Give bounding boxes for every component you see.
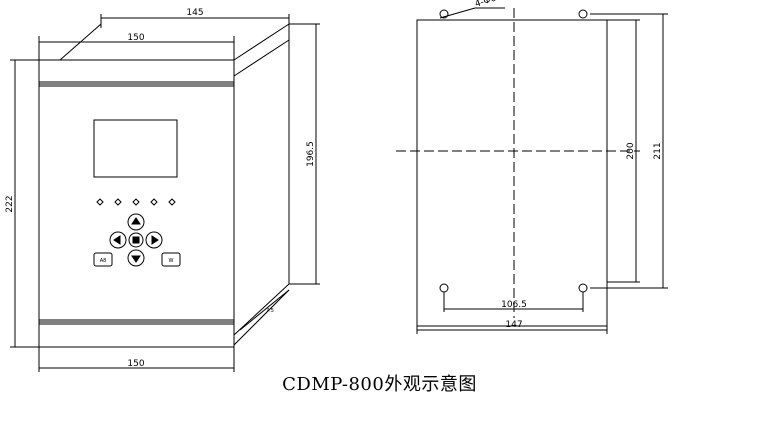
hole-label: 4-Φ6.5: [474, 0, 506, 10]
navigation-keypad: [109, 213, 163, 267]
key-left-rect: [93, 252, 113, 267]
mount-hole: [439, 9, 449, 19]
figure-caption: CDMP-800外观示意图: [282, 374, 477, 395]
led-diamond: [150, 198, 158, 206]
lcd-screen: [93, 119, 178, 178]
front-panel-outline: [38, 59, 235, 348]
key-right: [145, 231, 163, 249]
dim-height: 222: [5, 195, 15, 212]
key-up: [127, 213, 145, 231]
led-diamond: [114, 198, 122, 206]
dim-hole-spacing: 106.5: [501, 300, 527, 310]
arrow-right-icon: [151, 235, 159, 245]
arrow-down-icon: [131, 255, 141, 263]
key-left: [109, 231, 127, 249]
front-view: [10, 14, 320, 372]
dim-depth: 145: [186, 8, 203, 18]
dim-width: 147: [505, 320, 522, 330]
key-right-rect: [161, 252, 181, 267]
mount-hole: [578, 283, 588, 293]
led-diamond: [132, 198, 140, 206]
mount-hole: [578, 9, 588, 19]
dim-inner-height: 200: [626, 142, 636, 159]
key-enter: [128, 232, 144, 248]
indicator-leds: [96, 198, 176, 206]
arrow-left-icon: [113, 235, 121, 245]
key-right-label: W: [169, 258, 174, 264]
mount-plate-outline: [416, 19, 608, 327]
enter-square-icon: [132, 236, 140, 244]
key-down: [127, 249, 145, 267]
dim-bottom-width: 150: [127, 359, 144, 369]
mount-hole: [439, 283, 449, 293]
led-diamond: [168, 198, 176, 206]
dim-side-height: 196.5: [306, 141, 316, 167]
mount-view: [396, 7, 668, 334]
key-left-label: A8: [100, 258, 107, 264]
dim-outer-height: 211: [653, 142, 663, 159]
arrow-up-icon: [131, 217, 141, 225]
corner-note: 7.5: [266, 308, 274, 314]
dim-top-width: 150: [127, 33, 144, 43]
led-diamond: [96, 198, 104, 206]
